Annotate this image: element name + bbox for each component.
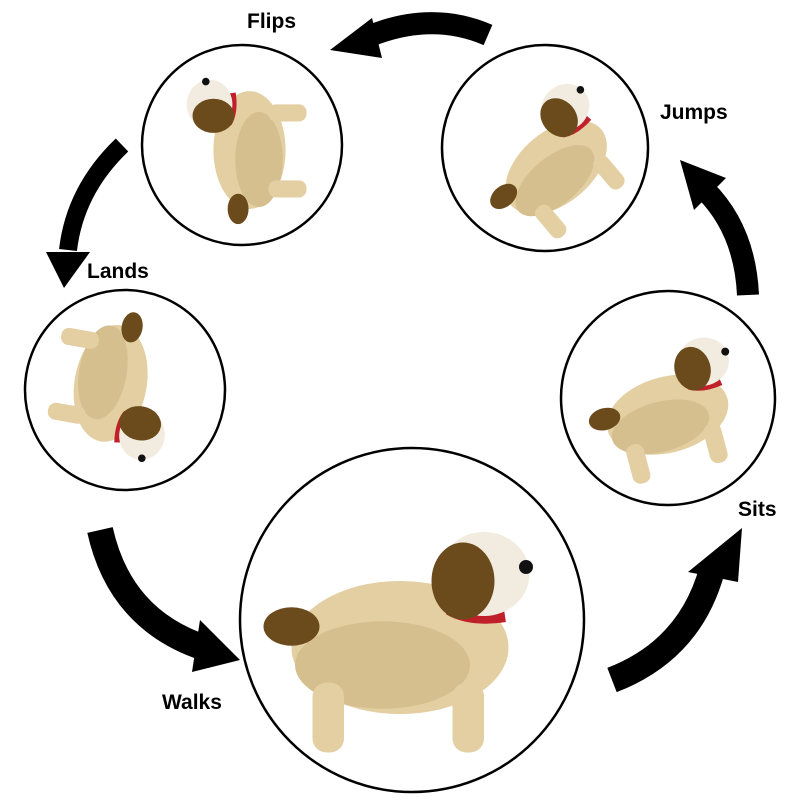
arrow-lands-to-walks: [87, 526, 240, 672]
label-lands: Lands: [87, 260, 149, 283]
stage-sits: [559, 289, 777, 507]
arrow-sits-to-jumps: [680, 160, 759, 296]
label-jumps: Jumps: [660, 101, 728, 124]
label-flips: Flips: [247, 10, 297, 33]
stage-flips: [140, 43, 344, 247]
stage-lands: [23, 288, 227, 492]
stage-jumps: [440, 43, 648, 259]
stage-walks: [238, 446, 586, 794]
label-walks: Walks: [162, 691, 222, 714]
arrow-jumps-to-flips: [330, 12, 493, 58]
label-sits: Sits: [738, 498, 777, 521]
arrow-walks-to-sits: [607, 528, 742, 693]
arrow-flips-to-lands: [46, 138, 129, 288]
